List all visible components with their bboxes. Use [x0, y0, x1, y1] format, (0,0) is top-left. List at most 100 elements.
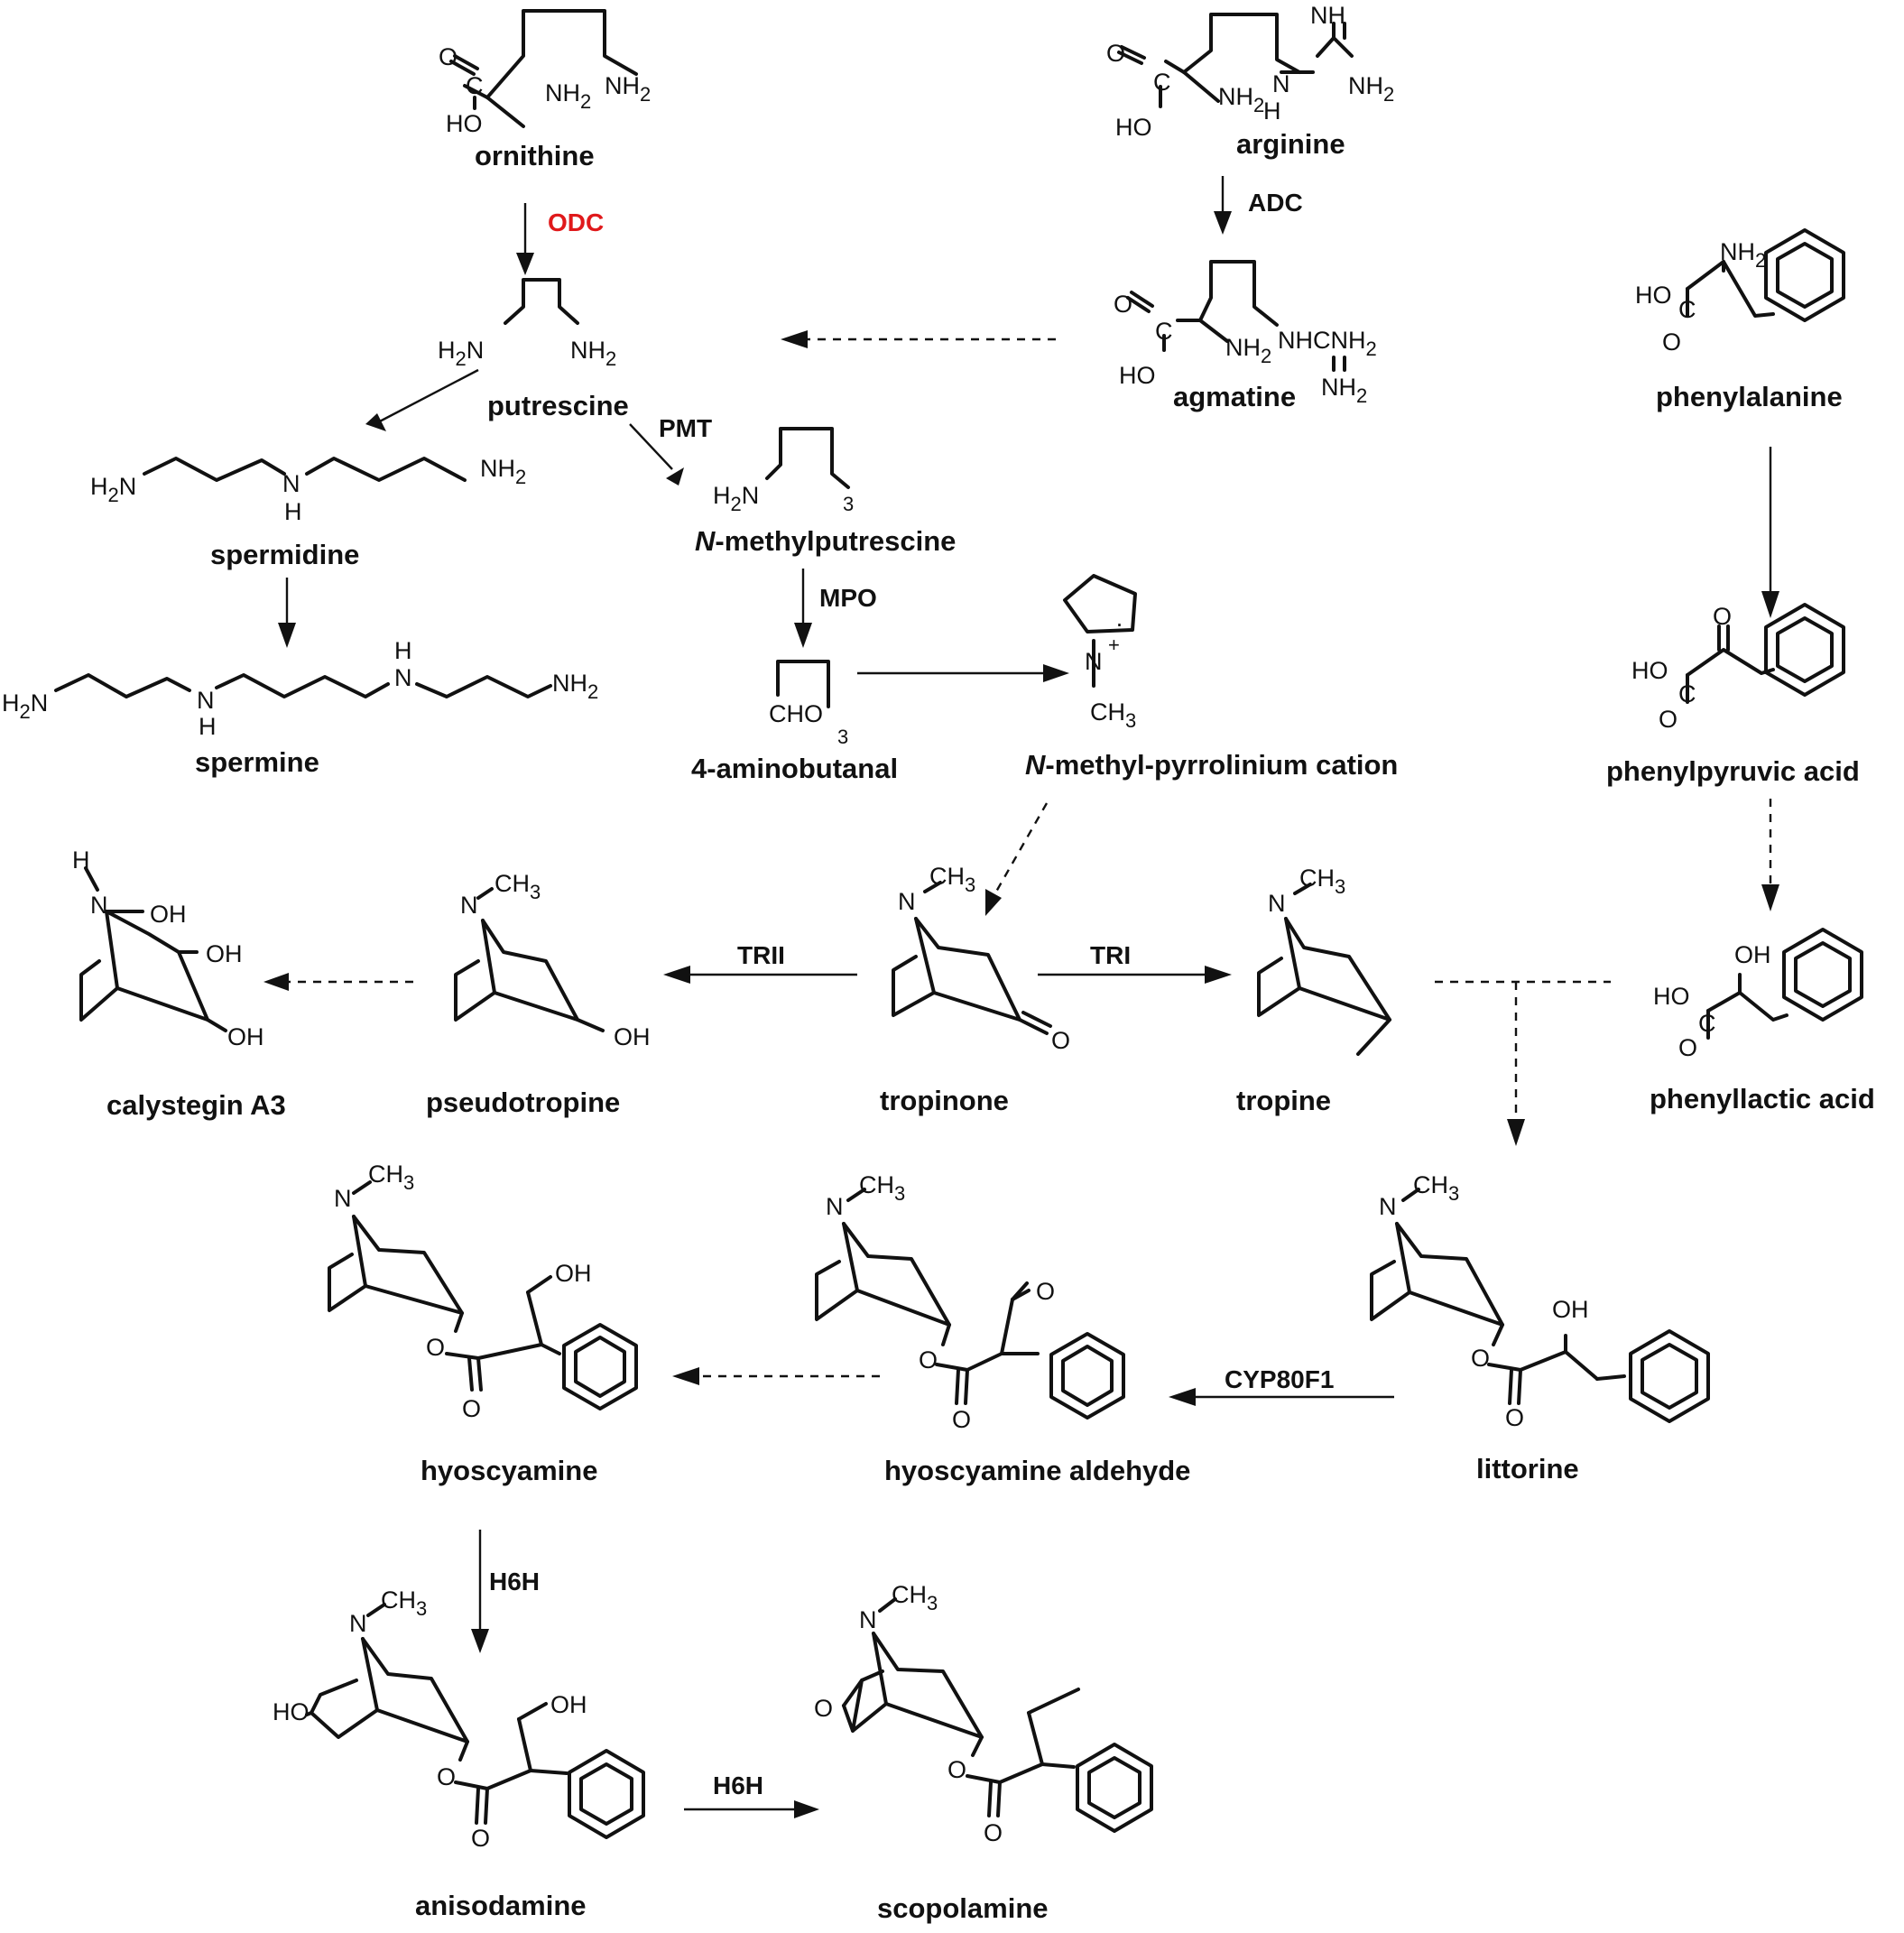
- calystegin-oh3: OH: [227, 1023, 264, 1050]
- structure-arginine: O C HO NH2 H N NH NH2: [1106, 2, 1394, 141]
- anisodamine-o2: O: [471, 1825, 490, 1852]
- hyoscyamine-o2: O: [462, 1395, 481, 1422]
- n-methylputrescine-h2n: H2N: [713, 482, 759, 515]
- anisodamine-ho: HO: [273, 1698, 310, 1725]
- arrowhead-adc: [1214, 211, 1232, 235]
- structure-tropinone: N CH3 O: [892, 863, 1070, 1054]
- arrowhead-aldehyde-hyoscyamine: [672, 1367, 699, 1385]
- anisodamine-ch3: CH3: [381, 1586, 427, 1620]
- putrescine-nh2: NH2: [570, 337, 616, 370]
- structure-hyoscyamine-aldehyde: N CH3 O O O: [815, 1171, 1125, 1433]
- label-phenylalanine: phenylalanine: [1656, 381, 1843, 412]
- arrowhead-to-littorine: [1507, 1119, 1525, 1146]
- calystegin-n: N: [90, 892, 108, 919]
- structure-pyrrolinium: N + · CH3: [1063, 574, 1137, 732]
- arrow-pmt: [629, 423, 673, 470]
- pyrrolinium-ch3: CH3: [1090, 698, 1136, 732]
- n-methylputrescine-nhch3: 3: [843, 493, 854, 515]
- structure-agmatine: O C HO NH2 NHCNH2 NH2: [1114, 260, 1377, 407]
- pseudotropine-oh: OH: [614, 1023, 651, 1050]
- label-hyoscyamine: hyoscyamine: [421, 1455, 597, 1486]
- anisodamine-oh: OH: [550, 1691, 587, 1718]
- agmatine-c: C: [1155, 318, 1173, 345]
- arrowhead-pseudotropine-calystegin: [263, 973, 289, 991]
- arrowhead-trii: [663, 966, 690, 984]
- label-putrescine: putrescine: [487, 390, 629, 421]
- littorine-o1: O: [1471, 1345, 1490, 1372]
- structure-pseudotropine: N CH3 OH: [454, 870, 651, 1050]
- calystegin-h: H: [72, 846, 90, 874]
- littorine-oh: OH: [1552, 1296, 1589, 1323]
- arrowhead-cyp80f1: [1169, 1388, 1196, 1406]
- ornithine-ho: HO: [446, 110, 483, 137]
- phenylalanine-ho: HO: [1635, 282, 1672, 309]
- arrowhead-h6h-2: [794, 1800, 819, 1818]
- label-tropinone: tropinone: [880, 1085, 1009, 1116]
- agmatine-nh2b: NH2: [1321, 374, 1367, 407]
- spermine-h2n: H2N: [2, 689, 48, 723]
- structure-scopolamine: N CH3 O O O: [814, 1581, 1153, 1846]
- structure-putrescine: H2N NH2: [438, 278, 616, 370]
- ornithine-nh2a: NH2: [545, 79, 591, 113]
- structure-4-aminobutanal: CHO 3: [769, 660, 848, 748]
- structure-spermidine: H2N N H NH2: [90, 455, 526, 525]
- arginine-h: H: [1263, 97, 1281, 125]
- label-tropine: tropine: [1236, 1085, 1331, 1116]
- arrowhead-pmt: [666, 467, 684, 486]
- pyrrolinium-plus: +: [1108, 634, 1120, 656]
- structure-littorine: N CH3 OH O O: [1370, 1171, 1710, 1431]
- hyoscyamine-ch3: CH3: [368, 1161, 414, 1194]
- label-calystegin: calystegin A3: [106, 1089, 286, 1121]
- littorine-ch3: CH3: [1413, 1171, 1459, 1205]
- label-anisodamine: anisodamine: [415, 1890, 587, 1921]
- arginine-nh2: NH2: [1218, 83, 1264, 116]
- aminobutanal-cho: CHO: [769, 700, 823, 727]
- phenylalanine-c: C: [1678, 296, 1696, 323]
- ornithine-c: C: [466, 72, 484, 99]
- spermine-n2: N: [394, 664, 412, 691]
- aminobutanal-nhch3: 3: [837, 726, 848, 748]
- aldehyde-ch3: CH3: [859, 1171, 905, 1205]
- arrowhead-spermidine-spermine: [278, 623, 296, 648]
- label-hyoscyamine-aldehyde: hyoscyamine aldehyde: [884, 1455, 1190, 1486]
- aldehyde-o-cho: O: [1036, 1278, 1055, 1305]
- ornithine-nh2b: NH2: [605, 72, 651, 106]
- label-pyrrolinium: N-methyl-pyrrolinium cation: [1025, 749, 1398, 781]
- structure-ornithine: O C HO NH2 NH2: [439, 9, 651, 137]
- enzyme-cyp80f1: CYP80F1: [1225, 1365, 1334, 1393]
- enzyme-h6h-1: H6H: [489, 1568, 540, 1595]
- phenyllactic-ho: HO: [1653, 983, 1690, 1010]
- scopolamine-ch3: CH3: [892, 1581, 938, 1614]
- spermidine-nh2: NH2: [480, 455, 526, 488]
- arginine-ho: HO: [1115, 114, 1152, 141]
- label-phenyllactic: phenyllactic acid: [1650, 1083, 1875, 1114]
- arrowhead-odc: [516, 253, 534, 275]
- arrowhead-tri: [1205, 966, 1232, 984]
- aldehyde-o1: O: [919, 1346, 938, 1373]
- structure-n-methylputrescine: H2N 3: [713, 427, 854, 515]
- calystegin-oh2: OH: [206, 940, 243, 967]
- structure-phenyllactic: OH HO C O: [1653, 928, 1863, 1061]
- pseudotropine-ch3: CH3: [494, 870, 541, 903]
- phenyllactic-c: C: [1698, 1010, 1716, 1037]
- tropine-ch3: CH3: [1299, 865, 1345, 898]
- agmatine-nhcnh2: NHCNH2: [1278, 327, 1377, 360]
- structure-anisodamine: N CH3 HO OH O O: [273, 1586, 645, 1852]
- pyrrolinium-dot: ·: [1115, 610, 1123, 637]
- arrow-pyrrolinium-tropinone: [991, 802, 1049, 899]
- hyoscyamine-oh: OH: [555, 1260, 592, 1287]
- structure-tropine: N CH3: [1257, 865, 1391, 1056]
- littorine-o2: O: [1505, 1404, 1524, 1431]
- scopolamine-n: N: [859, 1606, 877, 1633]
- agmatine-o: O: [1114, 291, 1132, 318]
- phenylalanine-nh2: NH2: [1720, 238, 1766, 272]
- phenylpyruvic-o: O: [1713, 603, 1732, 630]
- ornithine-o: O: [439, 43, 458, 70]
- arginine-o: O: [1106, 40, 1125, 67]
- arrowhead-agmatine-putrescine: [781, 330, 808, 348]
- phenyllactic-oh: OH: [1734, 941, 1771, 968]
- littorine-n: N: [1379, 1193, 1397, 1220]
- putrescine-h2n: H2N: [438, 337, 484, 370]
- spermidine-h2n: H2N: [90, 473, 136, 506]
- label-spermine: spermine: [195, 746, 319, 778]
